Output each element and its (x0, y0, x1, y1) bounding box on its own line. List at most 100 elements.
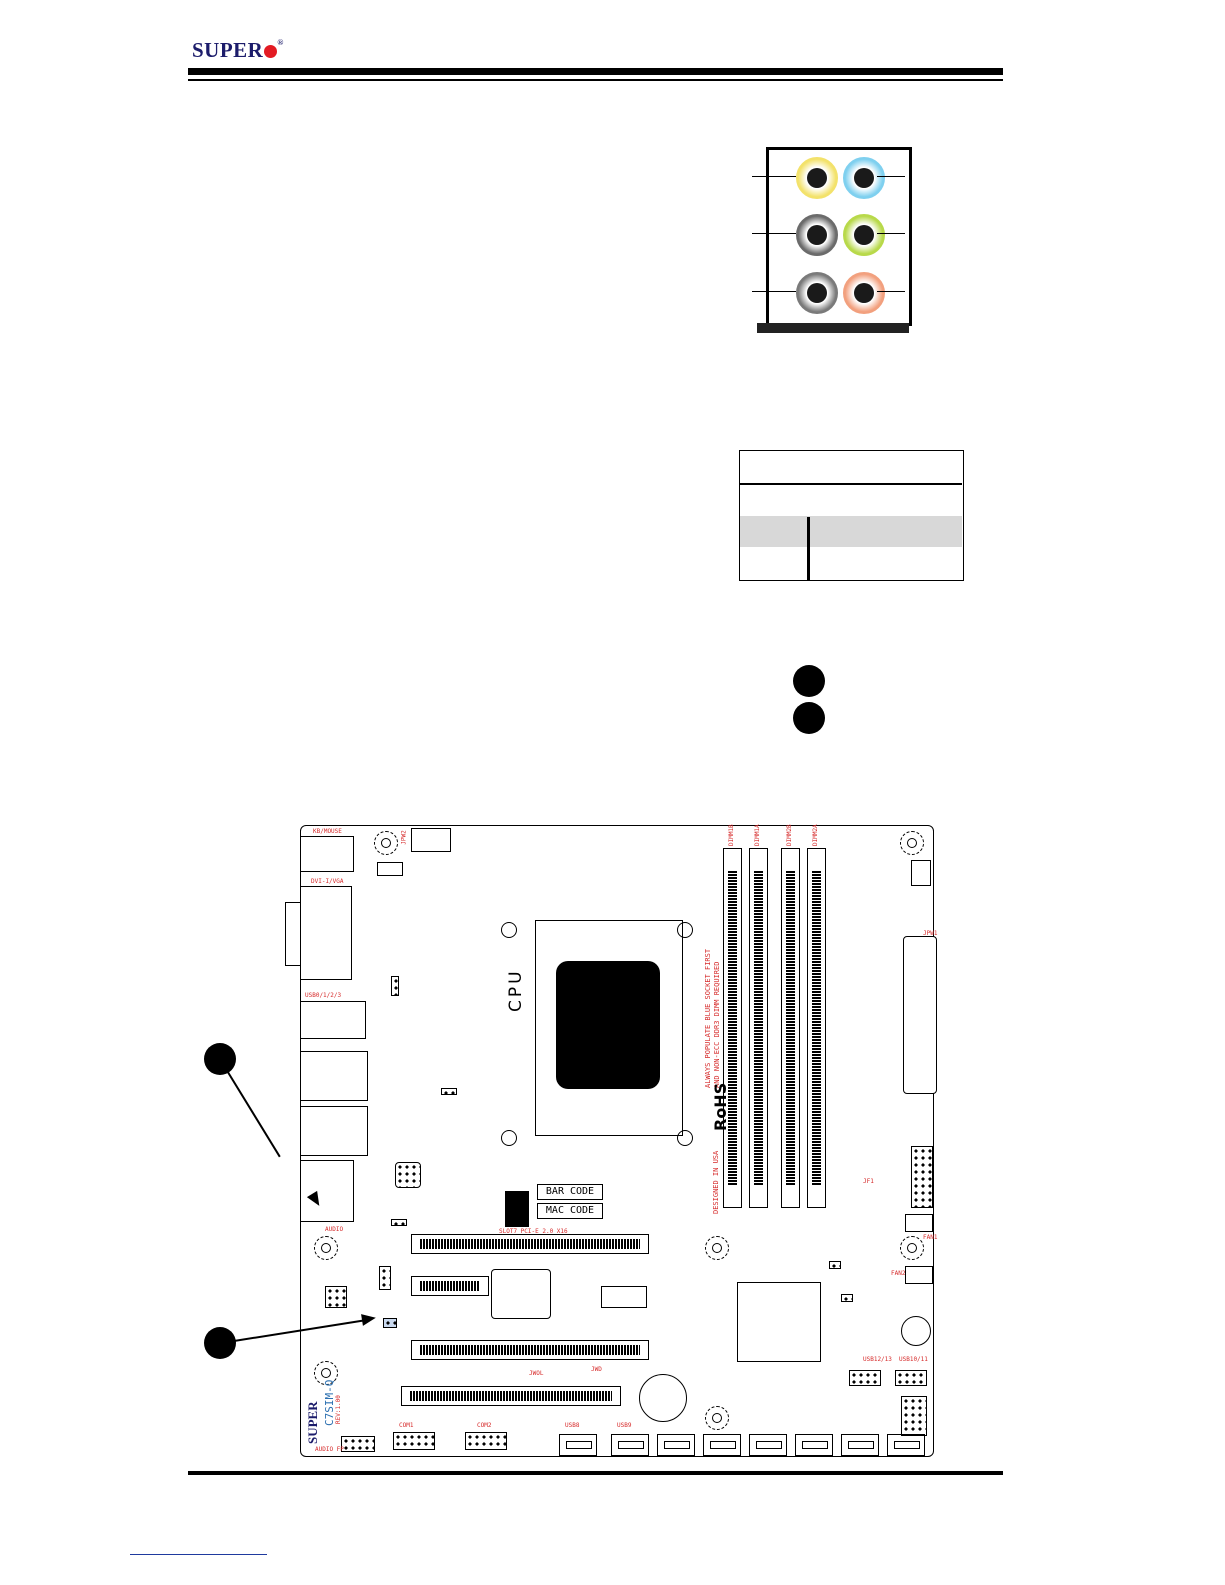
jack-socket (807, 168, 827, 188)
label-jf1: JF1 (863, 1178, 874, 1185)
label-usb9: USB9 (617, 1422, 632, 1429)
com1-header (393, 1432, 435, 1450)
usb1213-header (849, 1370, 881, 1386)
pin-definition-table (739, 450, 964, 581)
jumper (391, 976, 399, 996)
logo-text: SUPER (192, 38, 264, 62)
mounting-hole (314, 1361, 338, 1385)
motherboard-layout: KB/MOUSE DVI-I/VGA USB0/1/2/3 AUDIO JPW2… (285, 824, 938, 1457)
callout-bubble (793, 665, 825, 697)
dimm-socket-2a (807, 848, 826, 1208)
lan1-usb-connector (300, 1051, 368, 1101)
header (379, 1266, 391, 1290)
label-com2: COM2 (477, 1422, 492, 1429)
pcie-slot-x1 (411, 1276, 489, 1296)
dimm-socket-2b (781, 848, 800, 1208)
label-dvi-vga: DVI-I/VGA (311, 878, 344, 885)
usb0123-connector (300, 1001, 366, 1039)
audio-connector (300, 1160, 354, 1222)
audio-jack-panel-base (757, 323, 909, 333)
label-dimm2b: DIMM2B (786, 824, 793, 846)
callout-bubble (793, 702, 825, 734)
sata-port (795, 1434, 833, 1456)
table-divider (740, 483, 962, 485)
label-jwol: JWOL (529, 1370, 544, 1377)
pcie-slot-7 (411, 1234, 649, 1254)
label-fan2: FAN2 (891, 1270, 906, 1277)
mounting-hole (900, 831, 924, 855)
usb1011-header (895, 1370, 927, 1386)
audio-jack (796, 214, 838, 256)
jack-socket (854, 225, 874, 245)
board-revision: REV:1.00 (335, 1395, 342, 1424)
audio-fp-header (341, 1436, 375, 1452)
label-usb1213: USB12/13 (863, 1356, 892, 1363)
logo-registered-mark: ® (277, 38, 284, 47)
kb-mouse-connector (300, 836, 354, 872)
mounting-hole (374, 831, 398, 855)
label-kb-mouse: KB/MOUSE (313, 828, 342, 835)
supermicro-logo: SUPER ® (192, 38, 284, 63)
label-audio-fp: AUDIO FP (315, 1446, 344, 1453)
sata-port (887, 1434, 925, 1456)
jpw1-24pin-power (903, 936, 937, 1094)
jack-socket (854, 168, 874, 188)
usb8-port (559, 1434, 597, 1456)
jack-leader-line (752, 291, 796, 292)
jack-leader-line (877, 233, 905, 234)
footer-link-underline[interactable] (130, 1554, 267, 1555)
footer-rule (188, 1471, 1003, 1475)
rohs-mark: RoHS (711, 1082, 730, 1131)
cmos-battery (639, 1374, 687, 1422)
sata-port (749, 1434, 787, 1456)
chip (325, 1286, 347, 1308)
jumper (829, 1261, 841, 1269)
callout-bubble-1 (204, 1043, 236, 1075)
fan-header (377, 862, 403, 876)
heatsink-hole (677, 922, 693, 938)
audio-jack (796, 157, 838, 199)
audio-jack (843, 214, 885, 256)
audio-jack (843, 157, 885, 199)
usb9-port (611, 1434, 649, 1456)
dimm-socket-1a (749, 848, 768, 1208)
fan2-header (905, 1266, 933, 1284)
heatsink-hole (677, 1130, 693, 1146)
label-usb0123: USB0/1/2/3 (305, 992, 342, 999)
label-audio: AUDIO (325, 1226, 344, 1233)
jumper (391, 1219, 407, 1226)
board-logo: SUPER (305, 1401, 320, 1444)
mounting-hole (705, 1236, 729, 1260)
jpw2-power-connector (411, 828, 451, 852)
dimm-note-1: ALWAYS POPULATE BLUE SOCKET FIRST (704, 948, 712, 1088)
designed-in-usa: DESIGNED IN USA (712, 1150, 720, 1214)
callout-arrow-1 (225, 1068, 281, 1158)
bar-code-box: BAR CODE (537, 1184, 603, 1200)
jack-socket (807, 225, 827, 245)
heatsink-hole (501, 922, 517, 938)
pch-chip (737, 1282, 821, 1362)
sata-port (703, 1434, 741, 1456)
dimm-socket-1b (723, 848, 742, 1208)
label-jpw1: JPW1 (923, 930, 938, 937)
jf1-front-panel-header (911, 1146, 933, 1208)
mounting-hole (900, 1236, 924, 1260)
mounting-hole (314, 1236, 338, 1260)
jack-leader-line (752, 176, 796, 177)
chip (491, 1269, 551, 1319)
table-column-divider (807, 517, 810, 580)
callout-bubble-2 (204, 1327, 236, 1359)
jumper (841, 1294, 853, 1302)
chip (395, 1162, 421, 1188)
label-dimm1a: DIMM1A (754, 824, 761, 846)
cpu-label: CPU (506, 968, 526, 1012)
label-jpw2: JPW2 (400, 830, 408, 845)
slot7-label: SLOT7 PCI-E 2.0 X16 (499, 1228, 568, 1235)
com2-header (465, 1432, 507, 1450)
battery (901, 1316, 931, 1346)
jumper (441, 1088, 457, 1095)
jack-leader-line (877, 176, 905, 177)
mac-code-box: MAC CODE (537, 1203, 603, 1219)
table-header-row (740, 516, 962, 547)
chipset-chip (505, 1191, 529, 1227)
